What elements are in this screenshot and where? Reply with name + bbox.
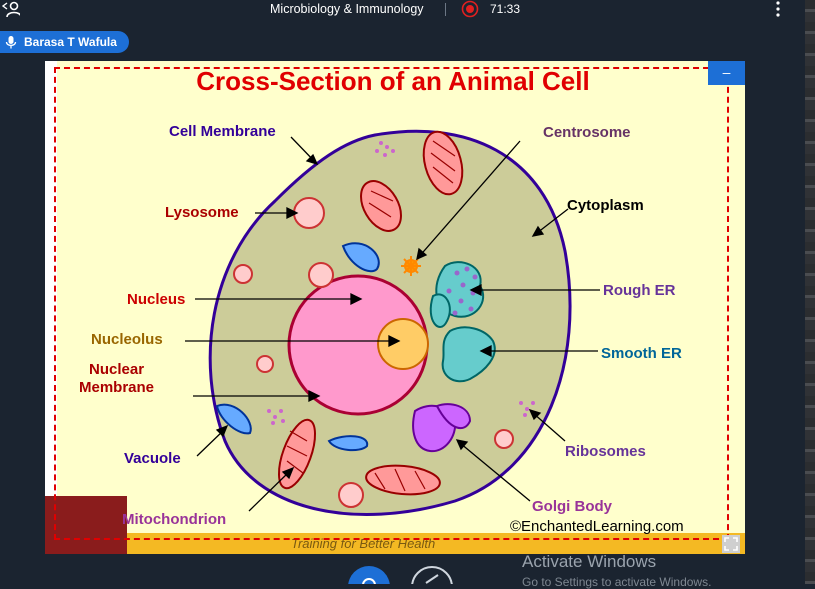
label-nucleus: Nucleus bbox=[127, 291, 185, 308]
microphone-icon bbox=[5, 36, 17, 49]
golgi-shape bbox=[412, 403, 472, 453]
activation-watermark: Activate Windows bbox=[522, 552, 657, 571]
label-mitochondrion: Mitochondrion bbox=[122, 511, 226, 528]
slide-dashed-border bbox=[54, 67, 729, 540]
speaker-name: Barasa T Wafula bbox=[24, 35, 117, 49]
label-centrosome: Centrosome bbox=[543, 124, 631, 141]
credit-text: ©EnchantedLearning.com bbox=[510, 518, 684, 535]
divider bbox=[445, 3, 446, 16]
share-button[interactable] bbox=[410, 565, 454, 584]
label-rough-er: Rough ER bbox=[603, 282, 676, 299]
session-timer: 71:33 bbox=[490, 2, 521, 16]
smooth-er-shape bbox=[441, 326, 496, 383]
side-strip bbox=[805, 0, 815, 584]
top-bar: Microbiology & Immunology 71:33 bbox=[0, 0, 815, 20]
screen-share-button[interactable] bbox=[347, 565, 391, 584]
nucleolus-shape bbox=[377, 318, 429, 370]
more-options-icon[interactable] bbox=[774, 0, 782, 18]
session-title: Microbiology & Immunology bbox=[270, 2, 424, 16]
fullscreen-icon[interactable] bbox=[722, 535, 740, 553]
rough-er-shape bbox=[429, 261, 485, 328]
active-speaker-badge: Barasa T Wafula bbox=[0, 31, 129, 53]
activation-watermark-sub: Go to Settings to activate Windows. bbox=[522, 575, 712, 589]
label-nucleolus: Nucleolus bbox=[91, 331, 163, 348]
user-icon[interactable] bbox=[2, 0, 20, 18]
label-golgi-body: Golgi Body bbox=[532, 498, 613, 515]
shared-slide: Training for Better Health Cross-Section… bbox=[45, 61, 745, 554]
label-lysosome: Lysosome bbox=[165, 204, 239, 221]
animal-cell-diagram: Cross-Section of an Animal Cell bbox=[79, 66, 684, 535]
label-smooth-er: Smooth ER bbox=[601, 345, 682, 362]
minimize-slide-button[interactable]: – bbox=[708, 61, 745, 85]
label-membrane: Membrane bbox=[79, 379, 154, 396]
logo-block bbox=[45, 496, 127, 554]
label-arrows bbox=[185, 136, 600, 512]
label-cytoplasm: Cytoplasm bbox=[567, 197, 644, 214]
label-nuclear: Nuclear bbox=[89, 361, 144, 378]
vacuole-shapes bbox=[215, 242, 380, 452]
centrosome-shape bbox=[401, 256, 421, 276]
recording-icon[interactable] bbox=[461, 0, 479, 18]
label-ribosomes: Ribosomes bbox=[565, 443, 646, 460]
slide-title: Cross-Section of an Animal Cell bbox=[196, 66, 589, 96]
label-cell-membrane: Cell Membrane bbox=[169, 123, 276, 140]
label-vacuole: Vacuole bbox=[124, 450, 181, 467]
